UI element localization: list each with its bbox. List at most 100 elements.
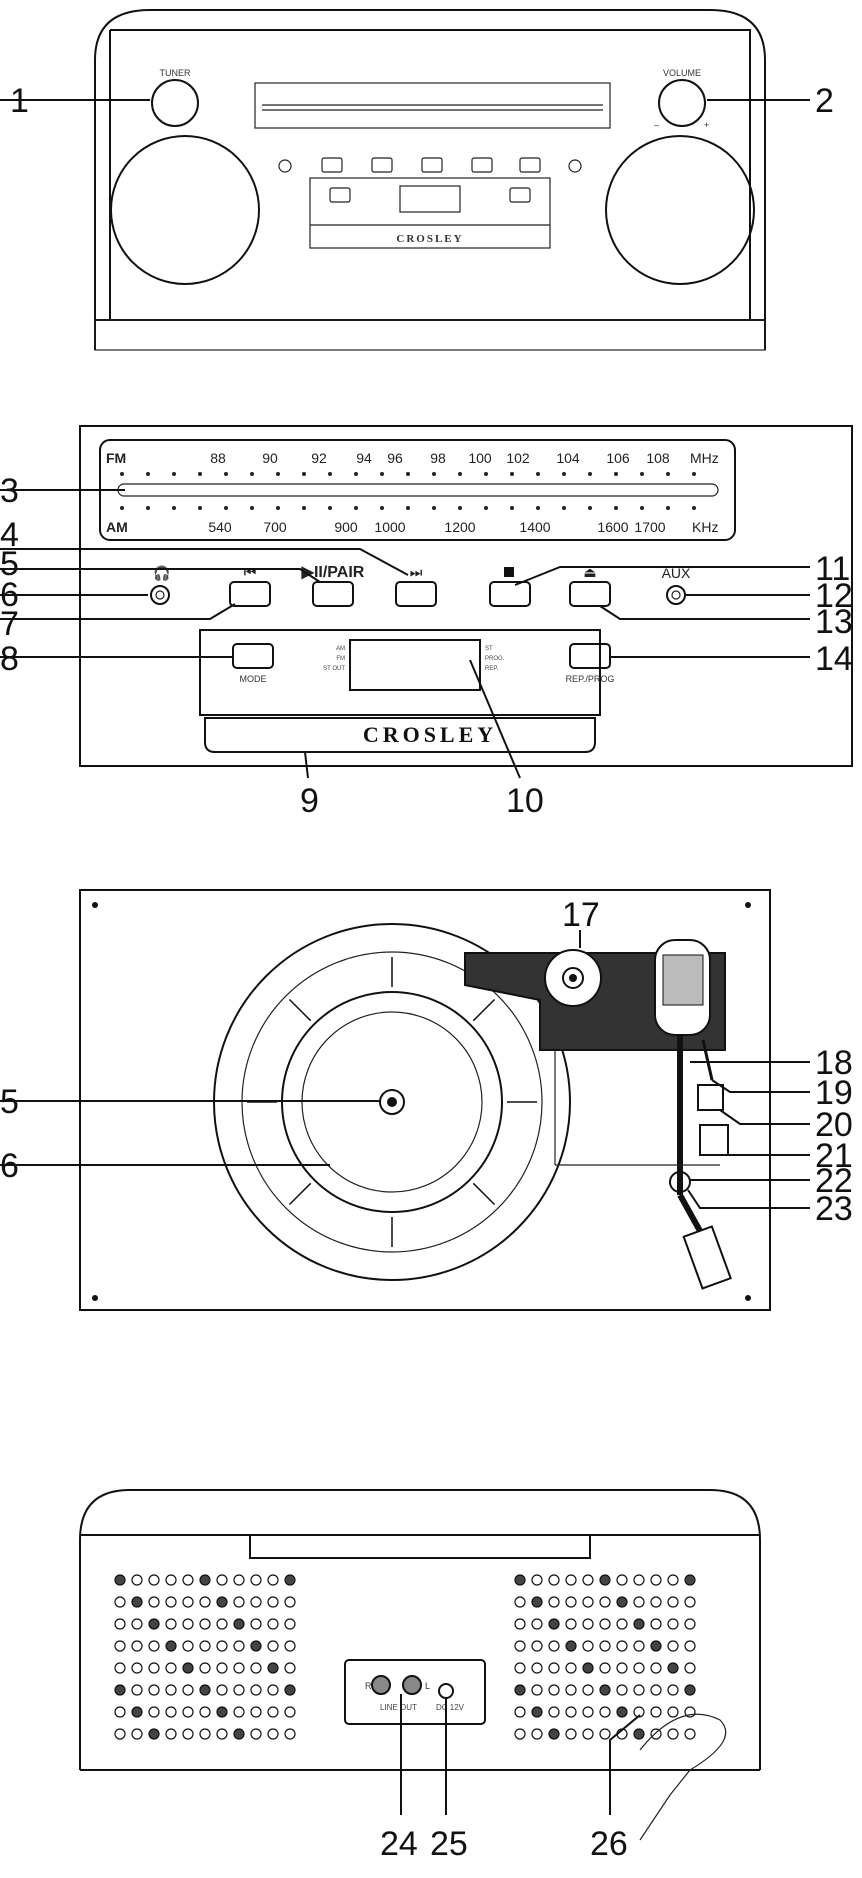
grille-hole [233,1728,245,1740]
grille-hole [599,1706,611,1718]
grille-hole [233,1662,245,1674]
dial-dot [354,506,358,510]
grille-hole [650,1640,662,1652]
grille-hole [633,1574,645,1586]
back-handle-recess [249,1535,591,1559]
callout-18: 18 [815,1044,853,1082]
grille-hole [199,1684,211,1696]
am-tick-label: 1200 [444,519,475,535]
grille-hole [131,1684,143,1696]
leader-5 [0,568,321,583]
display-indicator-prog: PROG. [485,656,505,662]
headphone-jack [150,585,170,605]
callout-22: 22 [815,1162,853,1200]
grille-hole [131,1574,143,1586]
grille-hole [199,1640,211,1652]
grille-hole [284,1596,296,1608]
auto-stop-switch [699,1124,729,1156]
leader-23 [687,1189,810,1209]
grille-hole [548,1618,560,1630]
leader-7 [0,603,236,620]
grille-hole [148,1684,160,1696]
grille-hole [650,1684,662,1696]
fm-tick-label: 98 [430,450,446,466]
grille-hole [684,1618,696,1630]
fm-tick-label: 108 [646,450,670,466]
dial-dot [692,472,696,476]
grille-hole [182,1574,194,1586]
grille-hole [250,1706,262,1718]
tuner-knob-label: TUNER [160,68,191,78]
grille-hole [650,1662,662,1674]
grille-hole [582,1640,594,1652]
dc-label: DC 12V [436,1703,465,1712]
fm-tick-label: 90 [262,450,278,466]
grille-hole [684,1574,696,1586]
grille-hole [616,1706,628,1718]
right-speaker [605,135,755,285]
callout-4: 4 [0,516,19,554]
callout-19: 19 [815,1074,853,1112]
dial-dot [172,506,176,510]
fm-tick-label: 102 [506,450,530,466]
grille-hole [565,1728,577,1740]
grille-hole [650,1574,662,1586]
grille-hole [131,1662,143,1674]
grille-hole [667,1640,679,1652]
grille-hole [684,1596,696,1608]
dial-dot [146,506,150,510]
grille-hole [548,1706,560,1718]
grille-hole [199,1662,211,1674]
leader-10 [469,659,521,779]
callout-17: 17 [562,896,600,934]
grille-hole [667,1684,679,1696]
grille-hole [667,1574,679,1586]
dial-dot [562,472,566,476]
leader-26 [609,1714,641,1815]
grille-hole [284,1618,296,1630]
grille-hole [616,1596,628,1608]
next-track-button [395,581,437,607]
grille-hole [582,1728,594,1740]
fm-tick-label: 100 [468,450,492,466]
grille-hole [250,1640,262,1652]
grille-hole [548,1728,560,1740]
grille-hole [531,1706,543,1718]
fm-tick-label: 92 [311,450,327,466]
grille-hole [250,1596,262,1608]
grille-hole [165,1574,177,1586]
dial-dot [484,472,488,476]
grille-hole [131,1728,143,1740]
line-out-l-jack [402,1675,422,1695]
dial-dot [432,472,436,476]
callout-3: 3 [0,472,19,510]
grille-hole [616,1618,628,1630]
grille-hole [514,1662,526,1674]
callout-11: 11 [815,550,850,588]
am-unit-label: KHz [692,519,718,535]
grille-hole [182,1706,194,1718]
front-inner-frame [110,29,751,320]
grille-hole [565,1662,577,1674]
grille-hole [182,1640,194,1652]
dial-dot [328,472,332,476]
grille-hole [650,1596,662,1608]
grille-hole [650,1706,662,1718]
line-out-label: LINE OUT [380,1703,417,1712]
dial-dot [406,472,410,476]
grille-hole [216,1574,228,1586]
callout-6b: 6 [0,1147,19,1185]
display-indicator-st-out: ST OUT [323,666,345,672]
dial-dot [510,506,514,510]
front-brand: CROSLEY [396,233,463,245]
grille-hole [667,1662,679,1674]
grille-hole [148,1640,160,1652]
grille-hole [667,1618,679,1630]
grille-hole [182,1662,194,1674]
grille-hole [267,1640,279,1652]
grille-hole [565,1574,577,1586]
grille-hole [633,1596,645,1608]
grille-hole [616,1640,628,1652]
dial-dot [640,506,644,510]
